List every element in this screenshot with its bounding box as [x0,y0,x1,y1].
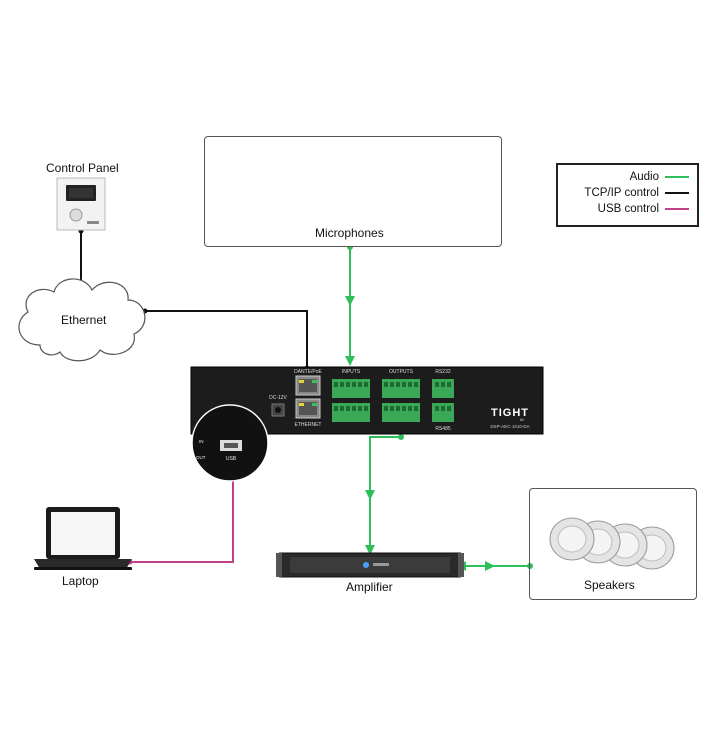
speakers-box [529,488,697,600]
microphones-label: Microphones [315,226,384,240]
speakers-device [549,517,675,570]
laptop-label: Laptop [62,574,99,588]
usb-link [130,467,234,563]
usb-zoom-bubble: USB IN OUT [191,404,269,482]
dc-label: DC-12V [269,395,287,401]
tcpip-link-device [145,310,308,368]
brand-logo: TIGHT [491,407,529,419]
control-panel-device [56,177,106,231]
ethernet-port-label: ETHERNET [295,422,322,428]
out-label: OUT [196,455,206,460]
outputs-label: OUTPUTS [389,369,414,375]
legend-audio-label: Audio [629,171,659,183]
ethernet-label: Ethernet [61,313,107,327]
legend: Audio TCP/IP control USB control [556,163,699,227]
amplifier-label: Amplifier [346,580,393,594]
model-label: DSP-AEC-1010-DA [490,424,529,429]
microphones-box [204,136,502,247]
legend-audio-swatch [665,176,689,178]
legend-audio: Audio [630,171,689,183]
brand-sub: AV [520,418,525,422]
rs485-label: RS485 [435,426,451,432]
legend-usb-swatch [665,208,689,210]
amplifier-device [276,552,464,578]
legend-usb: USB control [598,203,689,215]
legend-tcpip-label: TCP/IP control [584,187,659,199]
legend-tcpip: TCP/IP control [584,187,689,199]
inputs-label: INPUTS [342,369,361,375]
in-label: IN [199,439,204,444]
rs232-label: RS232 [435,369,451,375]
ethernet-cloud [18,278,146,362]
legend-tcpip-swatch [665,192,689,194]
usb-port-label: USB [226,456,237,462]
legend-usb-label: USB control [597,203,659,215]
audio-link-amp [369,436,401,552]
speakers-label: Speakers [584,578,635,592]
control-panel-label: Control Panel [46,161,119,175]
laptop-device [34,507,132,570]
dante-label: DANTE/PoE [294,369,322,375]
